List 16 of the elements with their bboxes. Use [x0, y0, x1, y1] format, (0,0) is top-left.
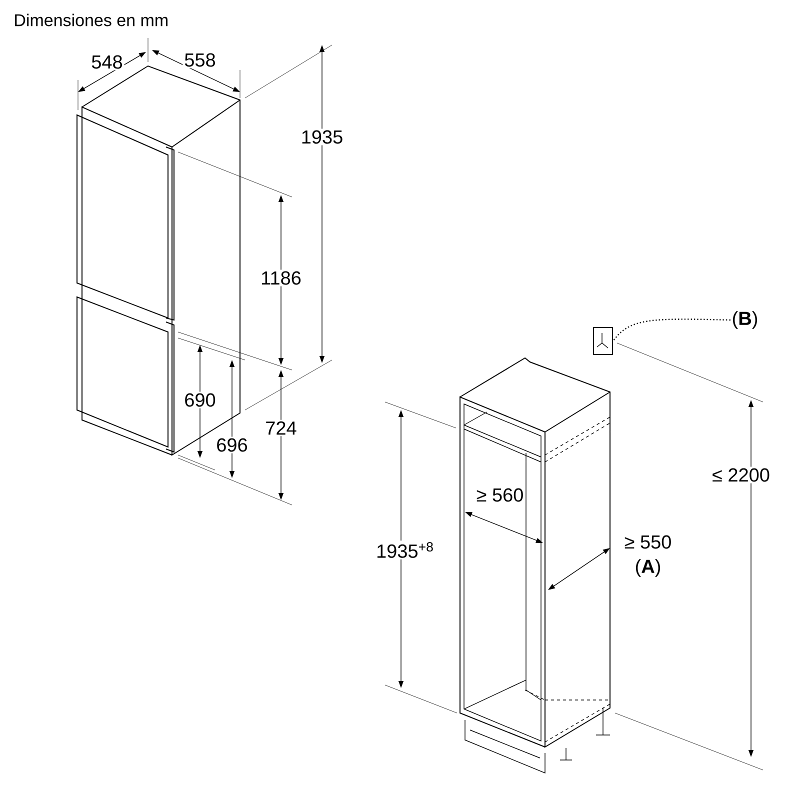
dimension-label: ≥ 550: [622, 534, 674, 550]
socket-icon: [593, 327, 613, 355]
dimension-label: 696: [214, 436, 250, 454]
dimension-label: 548: [90, 54, 124, 70]
dimension-label: 558: [182, 52, 218, 68]
dimension-label: 1186: [259, 270, 303, 286]
callout-label: (B): [733, 311, 758, 329]
dimension-label: 1935: [299, 128, 345, 146]
leader-line: [612, 318, 730, 342]
dimension-label: 1935$^{+8}$: [374, 540, 436, 560]
title: Dimensiones en mm: [15, 14, 168, 26]
dimension-label: 690: [182, 392, 218, 408]
dimension-label: 724: [264, 420, 298, 436]
dimension-label: (A): [633, 558, 663, 578]
dimension-label: ≥ 560: [474, 486, 526, 504]
dimension-label: ≤ 2200: [710, 466, 772, 484]
